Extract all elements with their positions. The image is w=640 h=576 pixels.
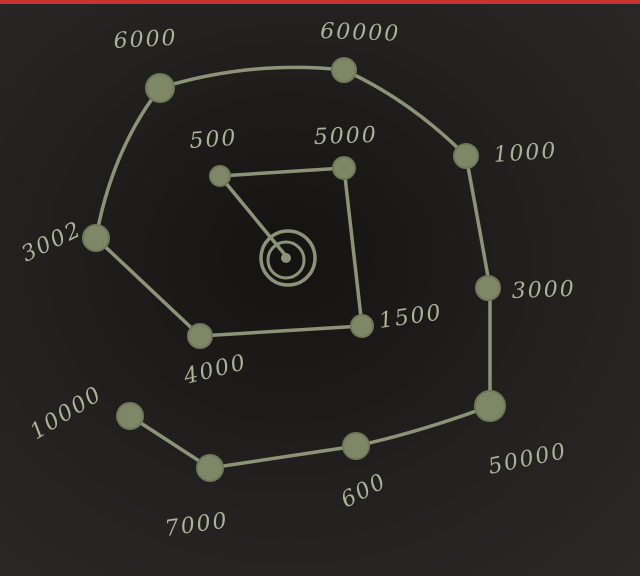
label-10000: 10000: [26, 381, 107, 445]
label-7000: 7000: [163, 508, 230, 542]
start-to-500-line: [218, 174, 288, 258]
path-lines: [94, 65, 492, 470]
node-600: [342, 432, 370, 460]
top-edge-strip: [0, 0, 640, 4]
node-4000: [187, 323, 213, 349]
inner-ring-nodes: [187, 156, 374, 349]
node-3000: [475, 275, 501, 301]
label-600: 600: [337, 469, 391, 514]
outer-ring-nodes: [82, 57, 506, 422]
label-3000: 3000: [511, 277, 576, 304]
node-10000: [116, 402, 144, 430]
label-50000: 50000: [486, 439, 569, 480]
node-1000: [453, 143, 479, 169]
node-500: [209, 165, 231, 187]
label-5000: 5000: [313, 123, 378, 150]
outer-ring-line: [94, 65, 492, 408]
start-circle-icon: [259, 229, 317, 287]
node-5000: [332, 156, 356, 180]
label-4000: 4000: [180, 350, 249, 390]
tail-nodes: [116, 402, 370, 482]
tail-line: [128, 404, 492, 470]
node-1500: [350, 314, 374, 338]
node-60000: [331, 57, 357, 83]
node-6000: [145, 73, 175, 103]
node-3002: [82, 224, 110, 252]
label-1500: 1500: [377, 300, 444, 334]
label-60000: 60000: [320, 19, 401, 47]
label-3002: 3002: [18, 217, 86, 268]
label-500: 500: [189, 126, 239, 154]
node-7000: [196, 454, 224, 482]
node-50000: [474, 390, 506, 422]
label-1000: 1000: [493, 139, 559, 168]
label-6000: 6000: [113, 26, 178, 54]
